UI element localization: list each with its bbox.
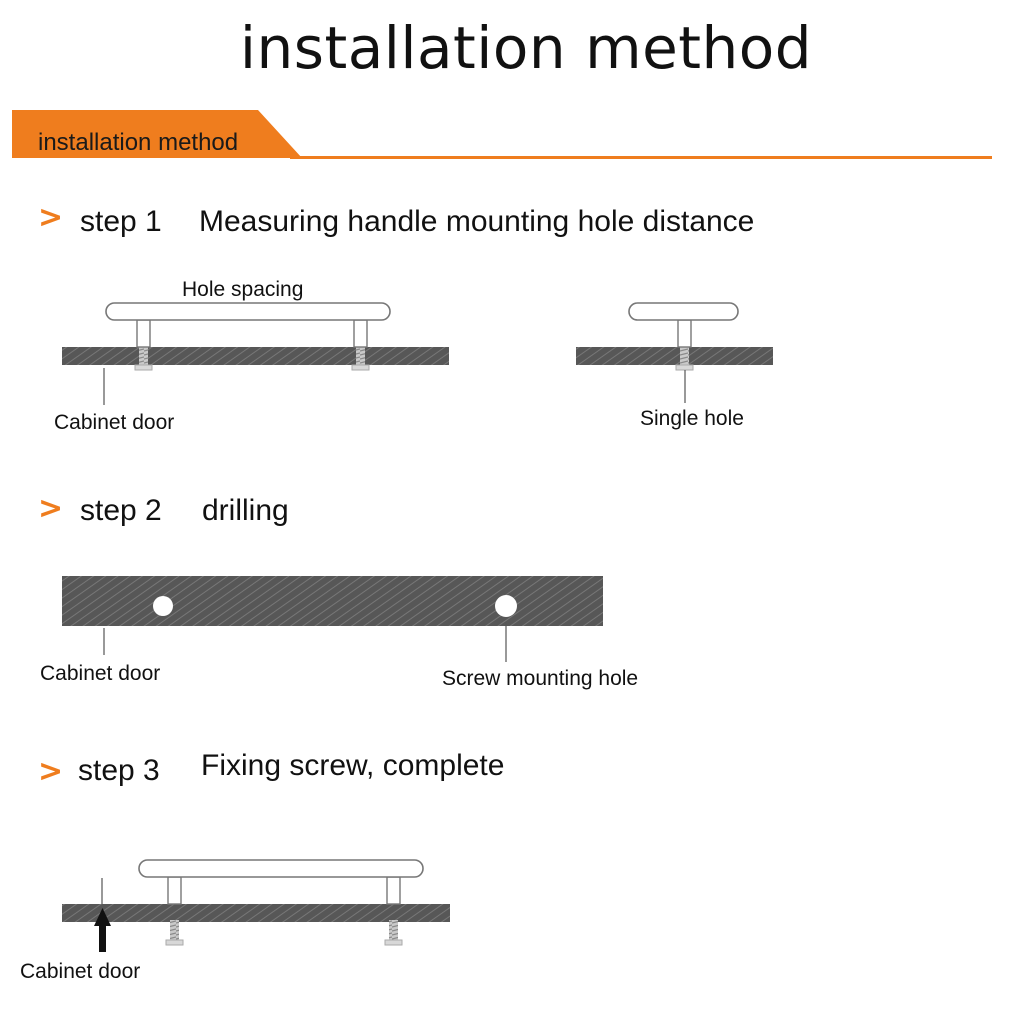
step-1-number: step 1 [80,205,162,238]
arrow-shaft [99,924,106,952]
step1-screw-head-right [351,364,370,371]
step3-screw-head-left [165,939,184,946]
banner-shape [12,110,302,158]
step3-post-left [167,876,182,905]
page-title: installation method [239,14,813,82]
banner-rule [290,156,992,159]
step-3-marker: > [38,754,64,789]
step3-complete-figure [62,859,450,952]
step-2-marker: > [38,491,64,526]
step-2-text: drilling [202,494,289,527]
step1-single-screw-head [675,364,694,371]
step1-screw-head-left [134,364,153,371]
step1-long-handle-figure [62,302,449,405]
step1-handle-bar [105,302,391,321]
step1-screw-left [139,344,148,366]
screw-mounting-hole-label: Screw mounting hole [442,667,639,690]
step3-post-right [386,876,401,905]
cabinet-door-label-3: Cabinet door [20,960,141,983]
cabinet-door-label-1: Cabinet door [54,411,175,434]
step-1-text: Measuring handle mounting hole distance [199,205,755,238]
cabinet-door-label-2: Cabinet door [40,662,161,685]
step3-handle-bar [138,859,424,878]
hole-spacing-label: Hole spacing [182,278,304,301]
step3-screw-left [170,920,179,942]
step-1-marker: > [38,200,64,235]
step1-cabinet-board [62,347,449,365]
step-3-text: Fixing screw, complete [201,749,505,782]
step1-single-screw [680,344,689,366]
step2-hole-left [153,596,173,616]
step1-post-left [136,319,151,348]
single-hole-label: Single hole [640,407,744,430]
arrow-up-icon [94,908,111,926]
step1-single-post [677,319,692,348]
step1-post-right [353,319,368,348]
step-3-number: step 3 [78,754,160,787]
step1-single-knob [628,302,739,321]
step2-cabinet-board [62,576,603,626]
step3-screw-right [389,920,398,942]
step1-single-hole-figure [576,302,773,403]
step3-cabinet-board [62,904,450,922]
step2-drilling-figure [62,576,603,662]
step2-hole-right [495,595,517,617]
step3-screw-head-right [384,939,403,946]
banner-label: installation method [38,129,239,156]
section-banner [12,110,302,158]
step1-single-board [576,347,773,365]
step1-screw-right [356,344,365,366]
step-2-number: step 2 [80,494,162,527]
